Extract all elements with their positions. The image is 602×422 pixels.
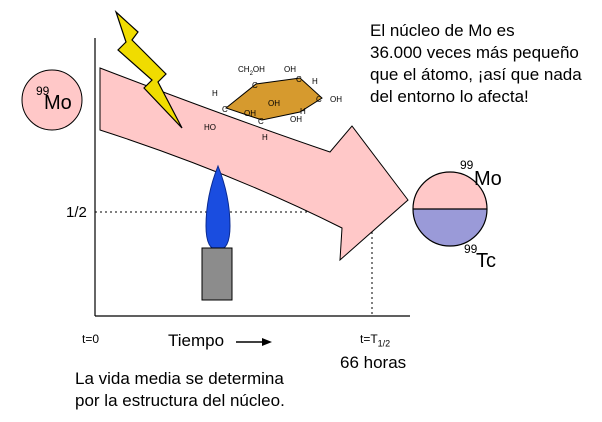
molecule-ring (224, 77, 323, 121)
mo-tc-half-circle (412, 171, 488, 247)
glucose-molecule: C C C C C CH2OH OH H OH H HO OH OH H OH … (204, 65, 342, 142)
tc-symbol: Tc (476, 250, 496, 272)
molecule-c2: C (252, 81, 258, 90)
mo-half (413, 172, 487, 209)
burner-icon (201, 247, 233, 301)
y-tick-half: 1/2 (66, 204, 87, 221)
molecule-h-lower: H (262, 133, 268, 142)
note-top-line-1: El núcleo de Mo es (370, 21, 515, 40)
time-arrow-icon (236, 338, 272, 346)
molecule-c4: C (316, 95, 322, 104)
molecule-c1: C (222, 105, 228, 114)
x-tick-half-life-prefix: t=T (360, 332, 378, 346)
note-top-line-4: del entorno lo afecta! (370, 87, 529, 106)
note-top-line-2: 36.000 veces más pequeño (370, 43, 579, 62)
decay-arrow (99, 67, 409, 262)
molecule-h-top-right: H (312, 77, 318, 86)
mo-end-mass: 99 (460, 158, 474, 172)
note-bottom-left: La vida media se determina por la estruc… (75, 368, 285, 412)
molecule-ho-left: HO (204, 123, 216, 132)
duration-label: 66 horas (340, 353, 407, 372)
molecule-h-upper-left: H (212, 89, 218, 98)
note-top-right: El núcleo de Mo es 36.000 veces más pequ… (370, 20, 582, 108)
note-bottom-line-2: por la estructura del núcleo. (75, 391, 285, 410)
molecule-ch2oh: CH2OH (238, 65, 265, 77)
molecule-c5: C (258, 117, 264, 126)
mo-start-symbol: Mo (44, 92, 72, 114)
mo-start-mass: 99 (36, 84, 50, 98)
molecule-h-bottom-right: H (300, 107, 306, 116)
flame-icon (205, 164, 231, 251)
x-axis-label: Tiempo (168, 331, 225, 350)
lightning-bolt-icon (114, 10, 183, 129)
note-bottom-line-1: La vida media se determina (75, 369, 284, 388)
molecule-oh-middle: OH (268, 99, 280, 108)
molecule-oh-center: OH (244, 109, 256, 118)
x-tick-half-life: t=T1/2 (360, 328, 390, 354)
mo-start-circle (21, 69, 83, 131)
tc-half (413, 209, 487, 246)
mo-end-symbol: Mo (474, 168, 502, 190)
molecule-c3: C (296, 75, 302, 84)
x-tick-half-life-sub: 1/2 (377, 338, 391, 349)
tc-mass: 99 (464, 242, 478, 256)
note-top-line-3: que el átomo, ¡así que nada (370, 65, 582, 84)
molecule-oh-right: OH (330, 95, 342, 104)
x-tick-start: t=0 (82, 332, 100, 346)
outline (412, 171, 488, 247)
molecule-oh-top: OH (284, 65, 296, 74)
molecule-oh-lower: OH (290, 115, 302, 124)
